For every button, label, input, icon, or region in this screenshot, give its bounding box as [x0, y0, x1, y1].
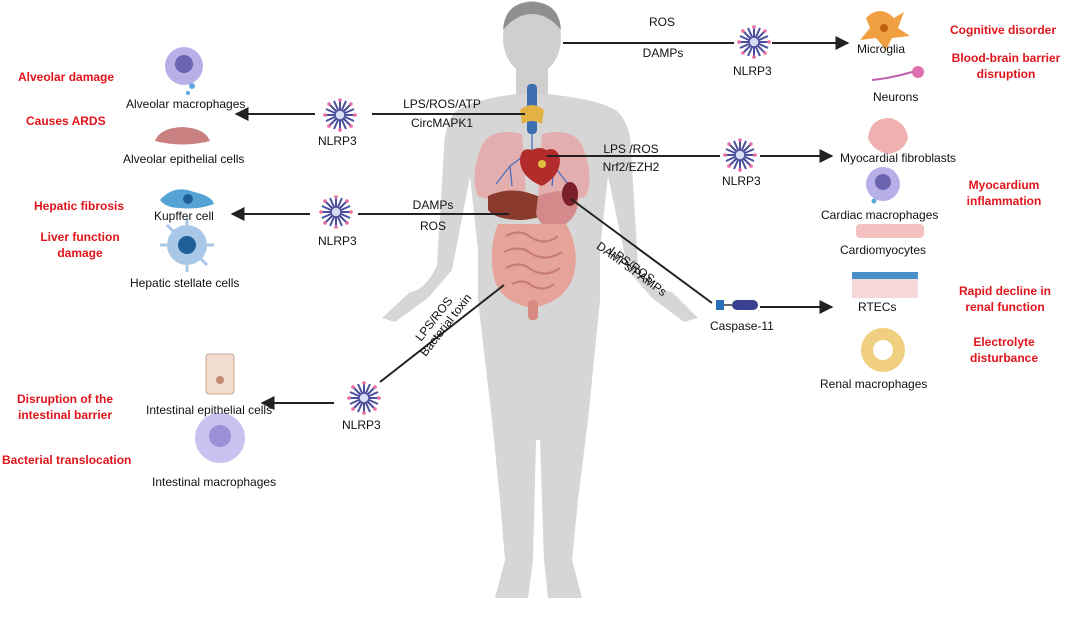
liver-function-effect: Liver function damage [40, 230, 120, 260]
lung-nlrp3-icon [322, 97, 358, 133]
intestinal-barrier-effect: Disruption of the intestinal barrier [17, 392, 113, 422]
rtecs-label: RTECs [858, 300, 897, 314]
brain-signal-ros: ROS [648, 15, 675, 29]
caspase-11-icon [716, 300, 758, 310]
intestine-arrow-1 [379, 284, 505, 383]
neurons-label: Neurons [873, 90, 919, 104]
brain-nlrp3-icon [736, 24, 772, 60]
electrolyte-effect: Electrolyte disturbance [969, 335, 1038, 365]
alveolar-damage-effect: Alveolar damage [18, 70, 115, 84]
cardiomyocytes-label: Cardiomyocytes [840, 243, 927, 257]
bacterial-translocation-effect: Bacterial translocation [2, 453, 132, 467]
ards-effect: Causes ARDS [26, 114, 106, 128]
brain-signal-damps: DAMPs [642, 46, 684, 60]
liver-nlrp3-icon [318, 194, 354, 230]
heart-sensor-label: NLRP3 [722, 174, 761, 188]
rtec-graphic [852, 272, 918, 298]
bbb-disruption-effect: Blood-brain barrier disruption [951, 51, 1061, 81]
heart-nlrp3-icon [722, 137, 758, 173]
myocardial-fibroblast-graphic [868, 118, 908, 154]
alveolar-macrophage-cell [165, 47, 203, 95]
brain-sensor-label: NLRP3 [733, 64, 772, 78]
intestinal-epithelial-label: Intestinal epithelial cells [146, 403, 273, 417]
heart-signal-2: Nrf2/EZH2 [602, 160, 660, 174]
lung-signal-1: LPS/ROS/ATP [403, 97, 481, 111]
intestines [491, 224, 576, 320]
intestinal-epithelial-cell-graphic [205, 353, 235, 395]
intestinal-macrophages-label: Intestinal macrophages [152, 475, 277, 489]
heart-signal-1: LPS /ROS [603, 142, 659, 156]
human-body-figure [382, 1, 698, 598]
liver-sensor-label: NLRP3 [318, 234, 357, 248]
microglia-cell-graphic [860, 11, 910, 50]
microglia-label: Microglia [857, 42, 906, 56]
lung-signal-2: CircMAPK1 [410, 116, 473, 130]
intestine-nlrp3-icon [346, 380, 382, 416]
myocardium-inflammation-effect: Myocardium inflammation [966, 178, 1042, 208]
kidney-arrow-1 [570, 198, 713, 304]
alveolar-macrophages-label: Alveolar macrophages [126, 97, 246, 111]
alveolar-epithelial-cell [155, 127, 210, 145]
cardiac-macrophages-label: Cardiac macrophages [821, 208, 939, 222]
heart-organ [520, 148, 560, 186]
lung-sensor-label: NLRP3 [318, 134, 357, 148]
liver-signal-1: DAMPs [412, 198, 454, 212]
cardiac-macrophage-graphic [866, 167, 900, 204]
intestine-sensor-label: NLRP3 [342, 418, 381, 432]
intestinal-macrophage-cell-graphic [195, 413, 245, 463]
renal-decline-effect: Rapid decline in renal function [958, 284, 1051, 314]
caspase-11-label: Caspase-11 [710, 319, 774, 333]
hepatic-stellate-cell-graphic [160, 218, 214, 272]
neuron-cell-graphic [871, 66, 924, 81]
alveolar-epithelial-label: Alveolar epithelial cells [123, 152, 245, 166]
trachea [520, 84, 544, 134]
myocardial-fibroblasts-label: Myocardial fibroblasts [840, 151, 957, 165]
cognitive-disorder-effect: Cognitive disorder [950, 23, 1057, 37]
kupffer-cell-label: Kupffer cell [154, 209, 214, 223]
liver-signal-2: ROS [419, 219, 446, 233]
renal-macrophages-label: Renal macrophages [820, 377, 928, 391]
hepatic-fibrosis-effect: Hepatic fibrosis [34, 199, 125, 213]
kupffer-cell-graphic [160, 189, 214, 209]
renal-macrophage-graphic [861, 328, 905, 372]
cardiomyocyte-graphic [856, 224, 924, 238]
hepatic-stellate-label: Hepatic stellate cells [130, 276, 240, 290]
